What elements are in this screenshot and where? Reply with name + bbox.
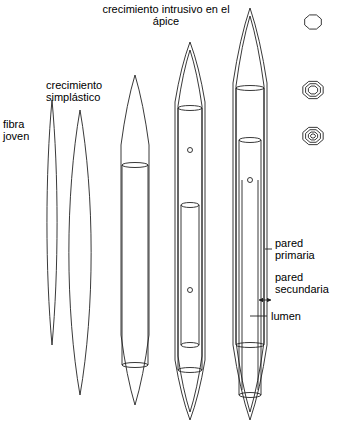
fiber-outline (121, 75, 149, 405)
cross-section (305, 15, 322, 29)
cross-section (306, 130, 321, 143)
wall-layer (181, 203, 199, 348)
symplastic-fiber (69, 110, 91, 395)
part-label: crecimiento intrusivo en el ápice (92, 3, 240, 27)
wall-ring (248, 178, 253, 183)
leader-line (250, 316, 267, 317)
primary-wall (178, 50, 202, 412)
wall-ring (188, 148, 193, 153)
part-label: pared primaria (275, 237, 341, 261)
fiber-outline (233, 8, 267, 420)
cross-section (308, 132, 317, 140)
part-label: lumen (271, 310, 331, 322)
part-label: crecimiento simplástico (46, 79, 118, 103)
cross-section (308, 86, 317, 94)
primary-wall (236, 16, 264, 412)
wall-ring (188, 288, 193, 293)
wall-layer (239, 138, 261, 398)
part-label: pared secundaria (275, 271, 345, 295)
dimension-arrow (259, 300, 271, 301)
cross-section (306, 84, 321, 97)
cross-section (311, 134, 316, 138)
young-fiber (47, 100, 57, 345)
fiber-outline (175, 42, 205, 420)
wall-layer (236, 86, 264, 348)
part-label: fibra joven (3, 118, 43, 142)
cross-section (303, 127, 323, 144)
wall-layer (178, 106, 202, 373)
secondary-wall (258, 180, 259, 390)
wall-layer (122, 163, 148, 368)
cross-section (303, 81, 323, 98)
secondary-wall (242, 180, 243, 390)
leader-line (265, 249, 272, 250)
